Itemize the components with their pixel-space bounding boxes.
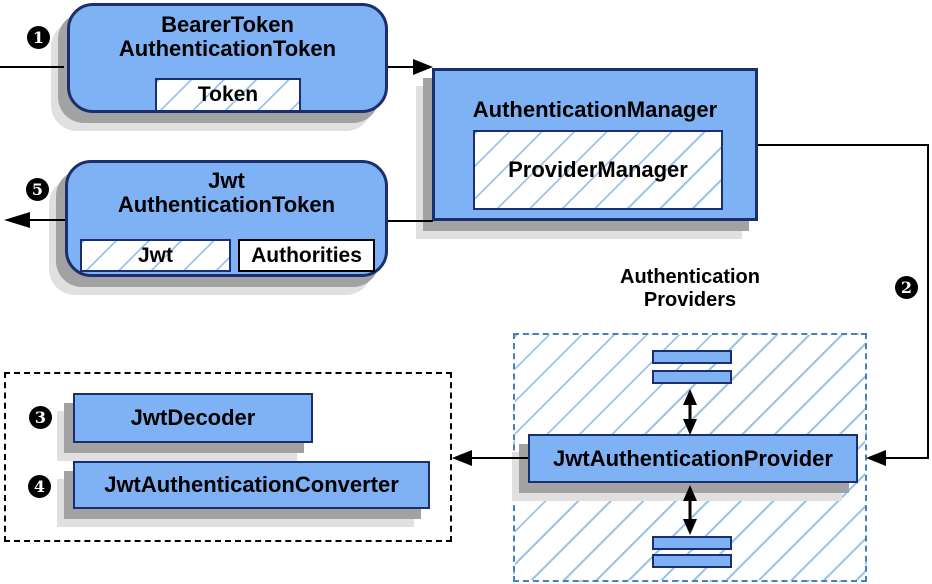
authentication-providers-label-line1: Authentication xyxy=(620,266,760,288)
jwt-authentication-token-node: Jwt AuthenticationToken Jwt Authorities xyxy=(65,160,388,277)
step-1-number: 1 xyxy=(32,28,45,47)
jwt-field-label: Jwt xyxy=(137,243,173,267)
step-1-badge: 1 xyxy=(27,26,50,49)
jwt-token-title-line1: Jwt xyxy=(208,168,245,193)
token-field: Token xyxy=(155,78,301,112)
token-field-label: Token xyxy=(197,83,259,106)
authentication-providers-label-line2: Providers xyxy=(643,289,737,311)
jwt-authentication-converter-label: JwtAuthenticationConverter xyxy=(104,472,399,497)
bearer-token-title-line2: AuthenticationToken xyxy=(118,36,337,61)
step-5-number: 5 xyxy=(31,180,44,199)
provider-manager-box: ProviderManager xyxy=(473,130,723,210)
jwt-authentication-provider-label: JwtAuthenticationProvider xyxy=(553,445,833,471)
bearer-token-authentication-token-node: BearerToken AuthenticationToken Token xyxy=(67,3,388,113)
authorities-field: Authorities xyxy=(238,239,375,272)
authentication-providers-label: Authentication Providers xyxy=(590,266,790,312)
provider-to-converters-arrowhead xyxy=(452,450,472,466)
jwt-token-title-line2: AuthenticationToken xyxy=(117,192,336,217)
provider-manager-label: ProviderManager xyxy=(508,157,688,182)
jwt-authentication-converter-node: JwtAuthenticationConverter xyxy=(73,461,430,509)
outgoing-response-arrowhead xyxy=(4,212,30,228)
authentication-manager-title: AuthenticationManager xyxy=(435,98,755,122)
jwt-token-node-title: Jwt AuthenticationToken xyxy=(68,169,385,217)
jwt-decoder-label: JwtDecoder xyxy=(130,405,256,430)
jwt-authentication-provider-node: JwtAuthenticationProvider xyxy=(528,434,858,483)
bearer-token-node-title: BearerToken AuthenticationToken xyxy=(70,13,385,61)
bearer-to-manager-arrowhead xyxy=(413,59,433,75)
provider-placeholder-bar xyxy=(652,370,732,384)
manager-to-provider-arrowhead xyxy=(866,450,886,466)
provider-placeholder-bar xyxy=(652,554,732,568)
provider-placeholder-bar xyxy=(652,350,732,364)
step-4-number: 4 xyxy=(33,477,46,496)
bearer-token-title-line1: BearerToken xyxy=(161,12,294,37)
step-4-badge: 4 xyxy=(28,475,51,498)
step-5-badge: 5 xyxy=(26,178,49,201)
step-2-badge: 2 xyxy=(895,276,918,299)
provider-placeholder-bar xyxy=(652,536,732,550)
step-3-badge: 3 xyxy=(29,406,52,429)
jwt-decoder-node: JwtDecoder xyxy=(73,393,313,443)
authentication-manager-title-text: AuthenticationManager xyxy=(472,97,718,122)
authentication-manager-node: AuthenticationManager ProviderManager xyxy=(432,68,758,221)
authorities-field-label: Authorities xyxy=(251,243,362,267)
jwt-field: Jwt xyxy=(80,239,231,272)
step-3-number: 3 xyxy=(34,408,47,427)
step-2-number: 2 xyxy=(900,278,913,297)
